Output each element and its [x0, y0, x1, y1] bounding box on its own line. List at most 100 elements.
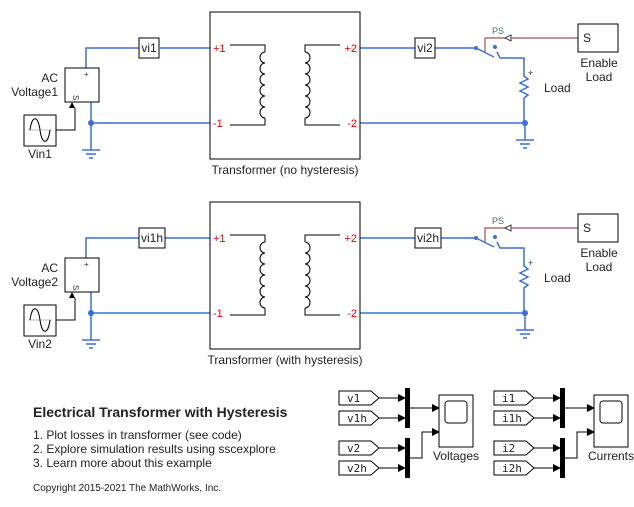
svg-text:-2: -2 — [347, 308, 357, 320]
ground-icon — [516, 329, 534, 339]
svg-text:Load: Load — [586, 70, 613, 84]
switch[interactable]: PS — [474, 26, 512, 58]
junction — [522, 120, 528, 126]
voltages-scope-group: v1 v1h v2 v2h Voltages — [338, 388, 479, 478]
svg-text:vi1: vi1 — [141, 41, 157, 55]
wire-switch-to-load — [496, 241, 525, 260]
svg-text:Enable: Enable — [580, 246, 618, 260]
scope-screen-icon — [599, 400, 623, 424]
svg-text:i1: i1 — [502, 392, 515, 405]
load-resistor[interactable]: + Load — [518, 68, 571, 102]
wire-source-pos — [85, 237, 139, 258]
svg-text:+: + — [528, 258, 533, 268]
svg-text:Load: Load — [544, 81, 571, 95]
ground-icon — [82, 149, 100, 159]
svg-text:-2: -2 — [347, 118, 357, 130]
svg-text:Load: Load — [544, 271, 571, 285]
sine-icon — [29, 118, 51, 142]
link-explore-results[interactable]: 2. Explore simulation results using ssce… — [33, 442, 276, 456]
switch[interactable]: PS — [474, 216, 512, 248]
svg-text:S: S — [71, 285, 80, 290]
svg-text:v1h: v1h — [347, 412, 367, 425]
svg-text:Currents: Currents — [588, 449, 634, 463]
from-tag-i2h[interactable]: i2h — [493, 460, 535, 476]
mux-2[interactable] — [560, 438, 565, 478]
svg-text:S: S — [583, 221, 591, 235]
coil-icon — [259, 51, 266, 119]
sine-icon — [29, 308, 51, 332]
model-title: Electrical Transformer with Hysteresis — [33, 404, 288, 420]
coil-icon — [304, 51, 311, 119]
svg-text:vi2: vi2 — [417, 41, 433, 55]
annotation-links: 1. Plot losses in transformer (see code)… — [33, 428, 276, 470]
load-resistor[interactable]: + Load — [518, 258, 571, 292]
svg-text:Transformer (with hysteresis): Transformer (with hysteresis) — [208, 353, 363, 367]
from-tag-i1h[interactable]: i1h — [493, 410, 535, 426]
junction — [88, 310, 94, 316]
svg-text:S: S — [583, 31, 591, 45]
voltages-scope[interactable]: Voltages — [433, 394, 479, 463]
mux-1[interactable] — [560, 388, 565, 428]
svg-text:Vin1: Vin1 — [28, 147, 52, 161]
svg-text:+: + — [84, 70, 89, 79]
junction — [522, 310, 528, 316]
from-tag-i1[interactable]: i1 — [493, 390, 535, 406]
svg-text:S: S — [71, 95, 80, 100]
ground-icon — [516, 139, 534, 149]
svg-text:PS: PS — [492, 216, 504, 226]
svg-text:PS: PS — [492, 26, 504, 36]
sine-wave-source[interactable]: Vin1 — [23, 114, 57, 161]
from-tag-v2[interactable]: v2 — [338, 440, 380, 456]
scope-screen-icon — [444, 400, 468, 424]
voltage-sensor-2[interactable]: vi2 — [414, 37, 436, 59]
svg-text:+2: +2 — [344, 233, 357, 245]
junction — [88, 120, 94, 126]
coil-icon — [304, 241, 311, 309]
svg-text:i2: i2 — [502, 442, 515, 455]
source-label: Voltage2 — [11, 275, 58, 289]
mux-2[interactable] — [405, 438, 410, 478]
currents-scope[interactable]: Currents — [588, 394, 634, 463]
svg-text:Voltages: Voltages — [433, 449, 479, 463]
svg-text:v2: v2 — [347, 442, 360, 455]
svg-text:vi1h: vi1h — [141, 231, 163, 245]
copyright: Copyright 2015-2021 The MathWorks, Inc. — [33, 483, 222, 494]
link-learn-more[interactable]: 3. Learn more about this example — [33, 456, 212, 470]
voltage-sensor-1[interactable]: vi1h — [138, 227, 166, 249]
svg-text:i2h: i2h — [502, 462, 522, 475]
voltage-sensor-2[interactable]: vi2h — [414, 227, 442, 249]
wire-source-pos — [85, 47, 139, 68]
svg-text:v2h: v2h — [347, 462, 367, 475]
source-label: AC — [41, 71, 58, 85]
svg-text:Enable: Enable — [580, 56, 618, 70]
from-tag-v2h[interactable]: v2h — [338, 460, 380, 476]
ground-icon — [82, 339, 100, 349]
source-label: AC — [41, 261, 58, 275]
source-label: Voltage1 — [11, 85, 58, 99]
currents-scope-group: i1 i1h i2 i2h Currents — [493, 388, 634, 478]
input-arrow — [69, 292, 75, 298]
sine-wave-source[interactable]: Vin2 — [23, 304, 57, 351]
svg-text:Load: Load — [586, 260, 613, 274]
coil-icon — [259, 241, 266, 309]
from-tag-v1h[interactable]: v1h — [338, 410, 380, 426]
svg-text:+: + — [528, 68, 533, 78]
svg-text:+: + — [84, 260, 89, 269]
mux-1[interactable] — [405, 388, 410, 428]
input-arrow — [69, 102, 75, 108]
voltage-sensor-1[interactable]: vi1 — [138, 37, 160, 59]
from-tag-i2[interactable]: i2 — [493, 440, 535, 456]
svg-text:+2: +2 — [344, 43, 357, 55]
svg-text:i1h: i1h — [502, 412, 522, 425]
svg-text:+1: +1 — [213, 43, 226, 55]
link-plot-losses[interactable]: 1. Plot losses in transformer (see code) — [33, 428, 242, 442]
from-tag-v1[interactable]: v1 — [338, 390, 380, 406]
svg-text:+1: +1 — [213, 233, 226, 245]
